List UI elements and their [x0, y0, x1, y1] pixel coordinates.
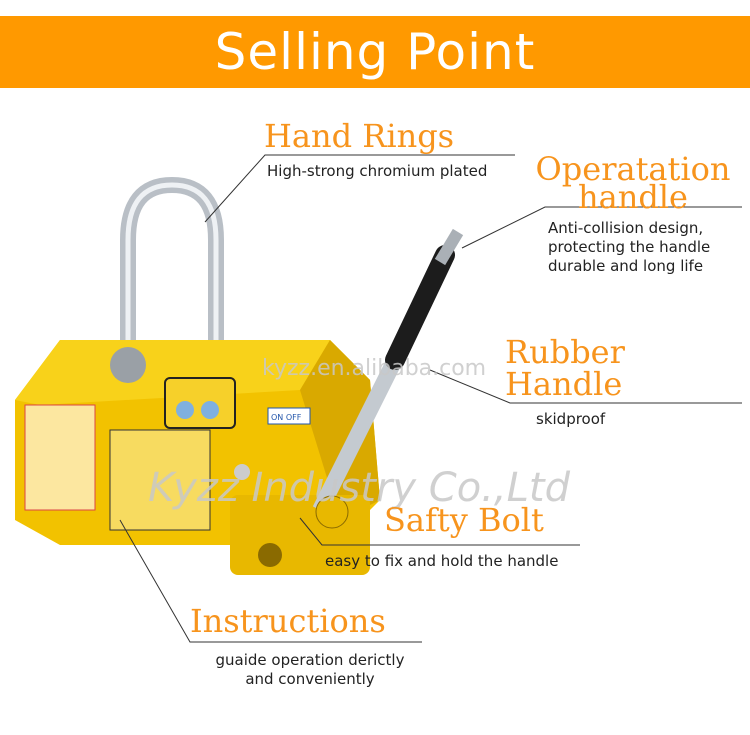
title-line: Rubber [505, 333, 625, 371]
leader-safty-bolt [299, 517, 580, 546]
callout-title-operation-handle: Operatation handle [533, 153, 733, 213]
callout-desc-safty-bolt: easy to fix and hold the handle [325, 552, 559, 570]
leader-hand-rings [204, 154, 515, 223]
callout-title-safty-bolt: Safty Bolt [384, 501, 544, 539]
title-line: handle [578, 178, 688, 216]
desc-line: durable and long life [548, 257, 704, 275]
callout-desc-rubber-handle: skidproof [536, 410, 606, 428]
desc-line: Anti-collision design, [548, 219, 704, 237]
operation-handle [312, 346, 408, 514]
callout-title-rubber-handle: Rubber Handle [505, 336, 625, 400]
watermark-company: Kyzz Industry Co.,Ltd [148, 465, 570, 511]
callout-desc-hand-rings: High-strong chromium plated [267, 162, 488, 180]
banner-title: Selling Point [214, 23, 536, 81]
leader-operation-handle [461, 206, 742, 249]
leader-instructions [119, 519, 422, 643]
desc-line: and conveniently [245, 670, 375, 688]
desc-line: guaide operation derictly [215, 651, 405, 669]
desc-line: protecting the handle [548, 238, 711, 256]
callout-title-instructions: Instructions [190, 602, 386, 640]
banner: Selling Point [0, 16, 750, 88]
title-line: Handle [505, 365, 623, 403]
switch-label: ON OFF [271, 413, 302, 422]
leader-rubber-handle [429, 369, 742, 404]
callout-desc-instructions: guaide operation derictly and convenient… [190, 651, 430, 689]
callout-desc-operation-handle: Anti-collision design, protecting the ha… [548, 219, 710, 276]
watermark-site: kyzz.en.alibaba.com [262, 356, 487, 381]
hand-ring [120, 176, 224, 355]
callout-title-hand-rings: Hand Rings [264, 117, 455, 155]
title-line: Operatation [535, 150, 731, 188]
